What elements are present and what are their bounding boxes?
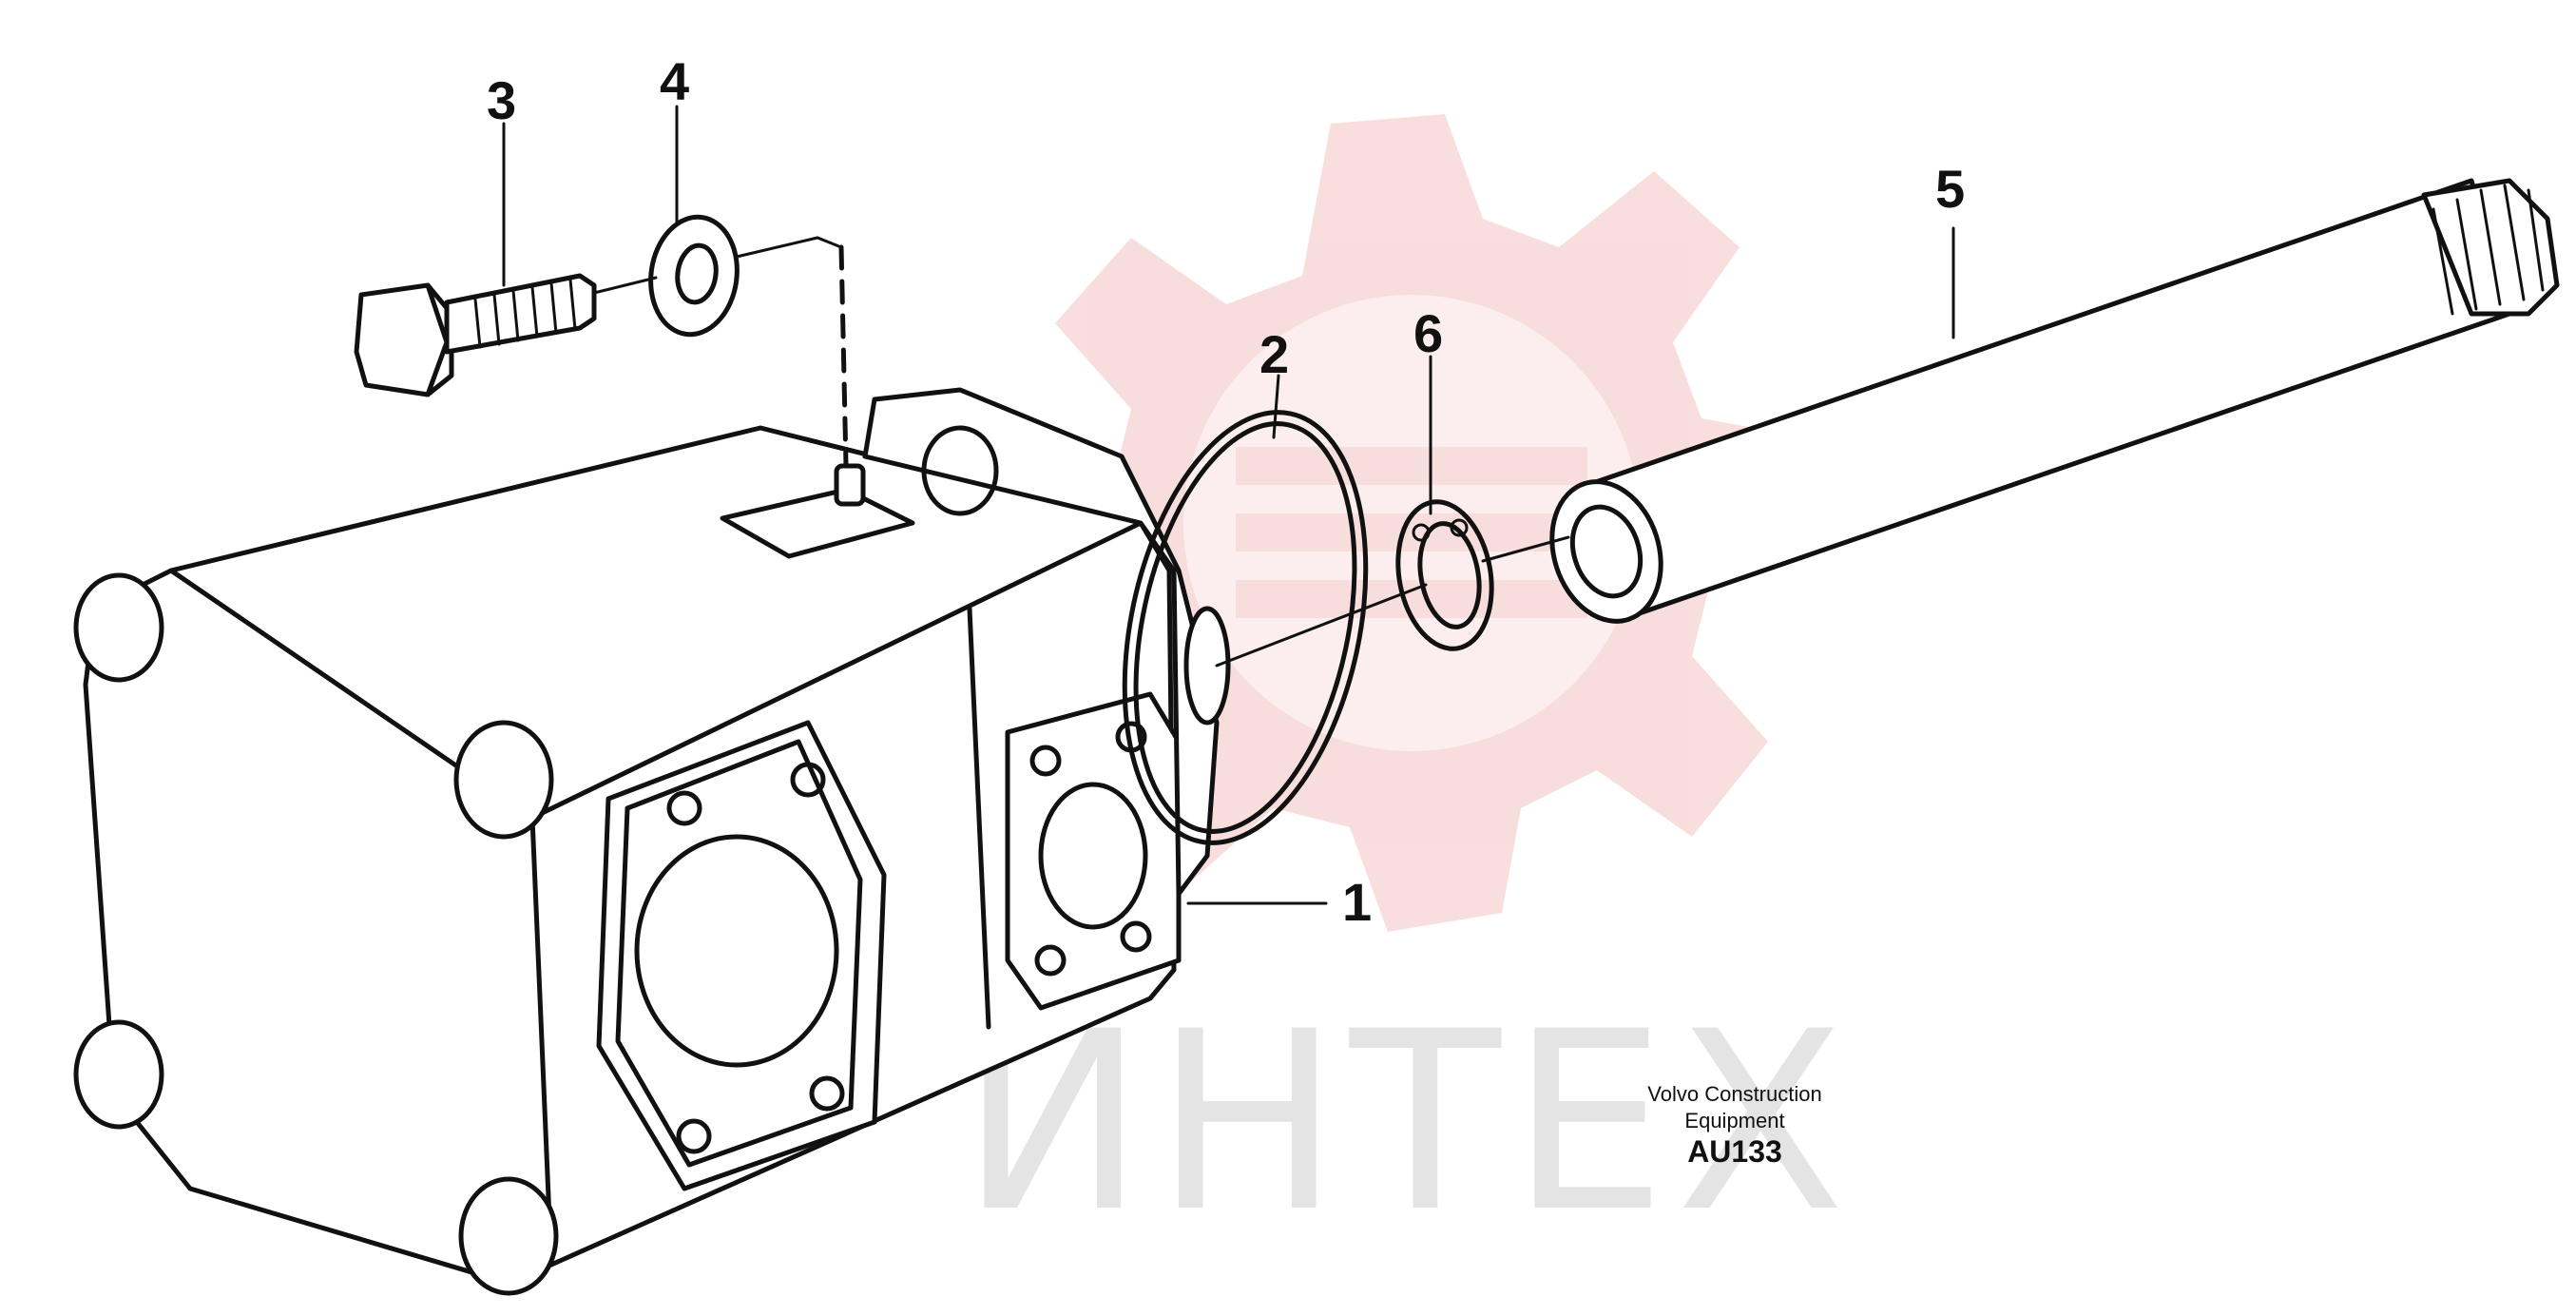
leader-lines <box>502 105 1955 905</box>
caption: Volvo Construction Equipment AU133 <box>1647 1082 1821 1169</box>
o-ring <box>1122 410 1369 845</box>
caption-code: AU133 <box>1687 1134 1782 1169</box>
washer <box>648 214 740 338</box>
pump-body <box>73 387 1231 1296</box>
callout-6: 6 <box>1413 303 1443 363</box>
callout-labels: 3 4 2 6 5 1 <box>487 51 1965 932</box>
bolt <box>354 273 597 397</box>
caption-line2: Equipment <box>1684 1109 1784 1132</box>
callout-4: 4 <box>660 51 689 111</box>
watermark-text: ИНТЕХ <box>960 979 1855 1267</box>
splined-shaft <box>1549 178 2560 624</box>
callout-3: 3 <box>487 70 516 130</box>
callout-5: 5 <box>1935 159 1965 219</box>
callout-1: 1 <box>1342 872 1372 932</box>
assembly-lines <box>592 236 1570 668</box>
callout-2: 2 <box>1259 324 1289 384</box>
caption-line1: Volvo Construction <box>1647 1082 1821 1106</box>
